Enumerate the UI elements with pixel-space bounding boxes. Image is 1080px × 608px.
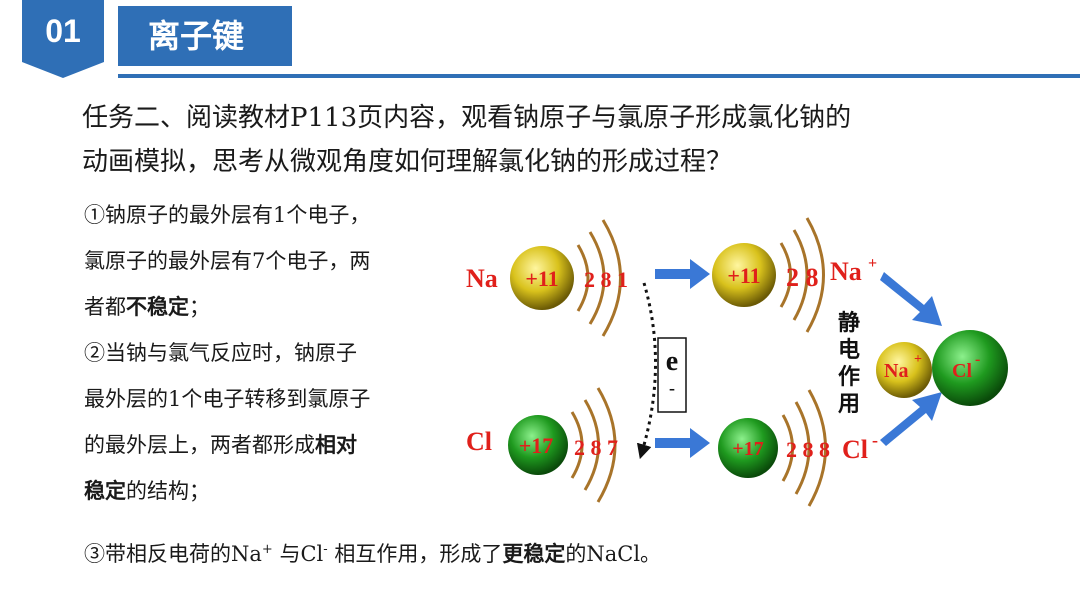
static-char-2: 电 [838,338,860,363]
nacl-cl-charge: - [975,351,980,368]
cl-shell-electrons: 2 8 7 [574,435,618,460]
electron-symbol: e [666,346,678,377]
na-nucleus-charge: +11 [525,266,558,291]
na-ion-to-nacl-arrow [880,272,942,326]
na-shell-electrons: 2 8 1 [584,267,628,292]
electron-transfer-arrow [642,283,656,452]
nacl-na-label: Na [884,360,908,382]
static-char-1: 静 [838,310,860,336]
cl-nucleus-charge: +17 [519,433,554,458]
na-ion-shell-electrons: 2 8 [786,263,819,292]
static-char-4: 用 [838,392,860,417]
cl-reaction-arrow [655,428,710,458]
cl-ion-to-nacl-arrow [880,392,942,446]
na-ion-nucleus-charge: +11 [727,263,760,288]
cl-ion-charge: - [872,430,878,450]
static-char-3: 作 [838,365,860,390]
cl-ion-label: Cl [842,435,868,464]
na-reaction-arrow [655,259,710,289]
na-ion-label: Na [830,257,862,286]
cl-ion-nucleus-charge: +17 [732,438,763,460]
nacl-na-charge: + [914,352,922,367]
na-ion-charge: + [868,255,877,272]
cl-label: Cl [466,427,492,456]
nacl-cl-label: Cl [952,360,972,382]
electron-sign: - [669,378,675,398]
static-interaction-label: 静 电 作 用 [838,310,860,417]
cl-ion-shell-electrons: 2 8 8 [786,437,830,462]
na-label: Na [466,264,498,293]
